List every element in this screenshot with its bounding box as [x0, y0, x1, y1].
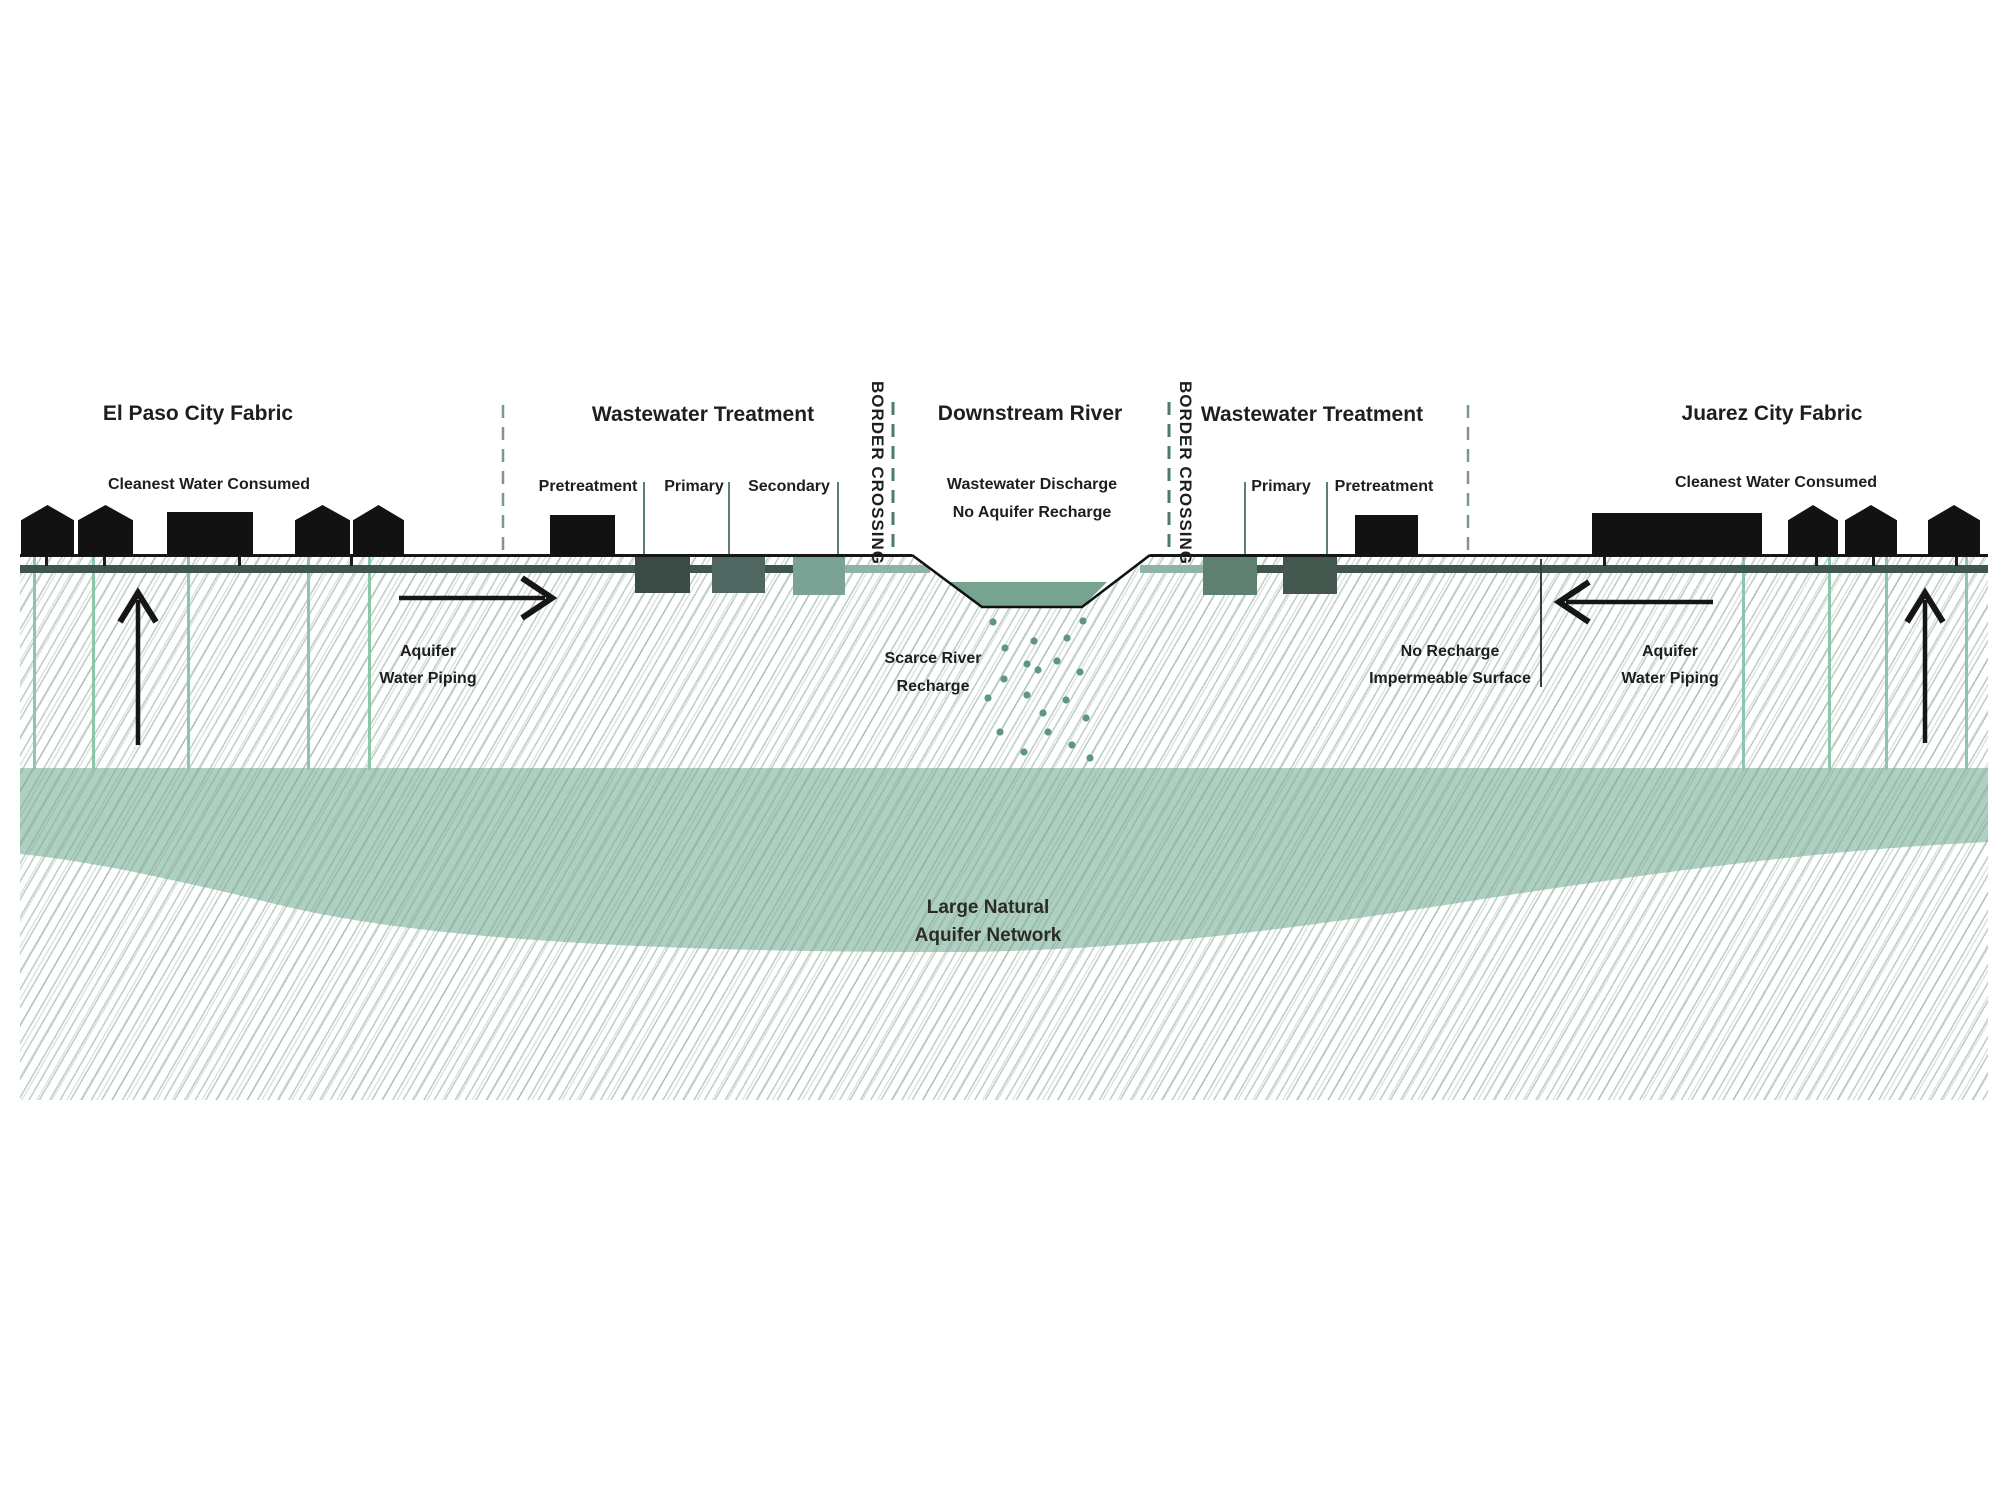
river-water: [947, 582, 1107, 606]
service-connection: [350, 556, 353, 566]
label-aquifer-network-2: Aquifer Network: [914, 925, 1062, 946]
pointer-line-pretreatment-right: [1326, 482, 1328, 556]
title-downstream-river: Downstream River: [937, 402, 1123, 425]
ground-surface-line: [1150, 554, 1988, 557]
label-border-crossing-right: BORDER CROSSING: [1176, 380, 1195, 566]
pointer-line-primary-left: [728, 482, 730, 556]
sewer-pipe-connector: [765, 565, 793, 573]
label-aquifer-network-1: Large Natural: [926, 897, 1050, 918]
label-aquifer-piping-left-2: Water Piping: [379, 670, 477, 687]
pointer-line-primary-right: [1244, 482, 1246, 556]
well-pipe: [1742, 557, 1745, 770]
recharge-dots: [984, 617, 1094, 762]
aquifer-up-arrow-left: [117, 587, 159, 745]
title-wastewater-right: Wastewater Treatment: [1200, 403, 1424, 426]
title-juarez: Juarez City Fabric: [1681, 402, 1863, 425]
label-no-recharge-2: Impermeable Surface: [1369, 670, 1531, 687]
tank-primary-left: [712, 556, 765, 593]
label-scarce-river-2: Recharge: [896, 678, 970, 695]
piping-left-arrow-right: [1553, 579, 1713, 625]
ground-surface-line: [20, 554, 912, 557]
well-pipe: [1885, 557, 1888, 770]
stage-label-pretreatment-right: Pretreatment: [1334, 478, 1434, 495]
well-pipe: [307, 557, 310, 770]
label-wastewater-discharge: Wastewater Discharge: [946, 476, 1118, 493]
service-connection: [103, 556, 106, 566]
pointer-line-secondary-left: [837, 482, 839, 556]
building: [167, 512, 253, 556]
tank-primary-right: [1203, 556, 1257, 595]
tank-pretreatment-left: [635, 556, 690, 593]
sewer-pipe-untreated: [1337, 565, 1988, 573]
well-pipe: [368, 557, 371, 770]
stage-label-primary-left: Primary: [664, 478, 724, 495]
well-pipe: [92, 557, 95, 770]
well-pipe: [187, 557, 190, 770]
service-connection: [1872, 556, 1875, 566]
service-connection: [1815, 556, 1818, 566]
aquifer-up-arrow-right: [1904, 587, 1946, 743]
well-pipe: [1965, 557, 1968, 770]
tank-pretreatment-right: [1283, 556, 1337, 594]
stage-label-secondary-left: Secondary: [748, 478, 830, 495]
title-el-paso: El Paso City Fabric: [102, 402, 294, 425]
label-no-recharge-1: No Recharge: [1400, 643, 1500, 660]
label-scarce-river-1: Scarce River: [884, 650, 982, 667]
piping-right-arrow-left: [399, 575, 558, 621]
service-connection: [45, 556, 48, 566]
treated-outfall-pipe: [845, 565, 930, 573]
well-pipe: [1828, 557, 1831, 770]
tank-secondary-left: [793, 556, 845, 595]
label-border-crossing-left: BORDER CROSSING: [868, 380, 887, 566]
title-wastewater-left: Wastewater Treatment: [591, 403, 815, 426]
service-connection: [238, 556, 241, 566]
treated-outfall-pipe: [1140, 565, 1203, 573]
service-connection: [1603, 556, 1606, 566]
label-aquifer-piping-right-1: Aquifer: [1642, 643, 1698, 660]
service-connection: [1955, 556, 1958, 566]
zone-divider-line: [1540, 559, 1542, 687]
well-pipe: [33, 557, 36, 770]
sewer-pipe-connector: [690, 565, 712, 573]
pointer-line-pretreatment-left: [643, 482, 645, 556]
sewer-pipe-untreated: [20, 565, 635, 573]
label-cleanest-water-right: Cleanest Water Consumed: [1674, 474, 1878, 491]
label-no-aquifer-recharge: No Aquifer Recharge: [952, 504, 1112, 521]
label-cleanest-water-left: Cleanest Water Consumed: [107, 476, 311, 493]
sewer-pipe-connector: [1257, 565, 1283, 573]
label-aquifer-piping-right-2: Water Piping: [1621, 670, 1719, 687]
building: [1592, 513, 1762, 556]
stage-label-pretreatment-left: Pretreatment: [538, 478, 638, 495]
pretreatment-plant-building-right: [1355, 515, 1418, 556]
river-channel-outline: [911, 553, 1151, 609]
stage-label-primary-right: Primary: [1251, 478, 1311, 495]
pretreatment-plant-building-left: [550, 515, 615, 556]
label-aquifer-piping-left-1: Aquifer: [400, 643, 456, 660]
